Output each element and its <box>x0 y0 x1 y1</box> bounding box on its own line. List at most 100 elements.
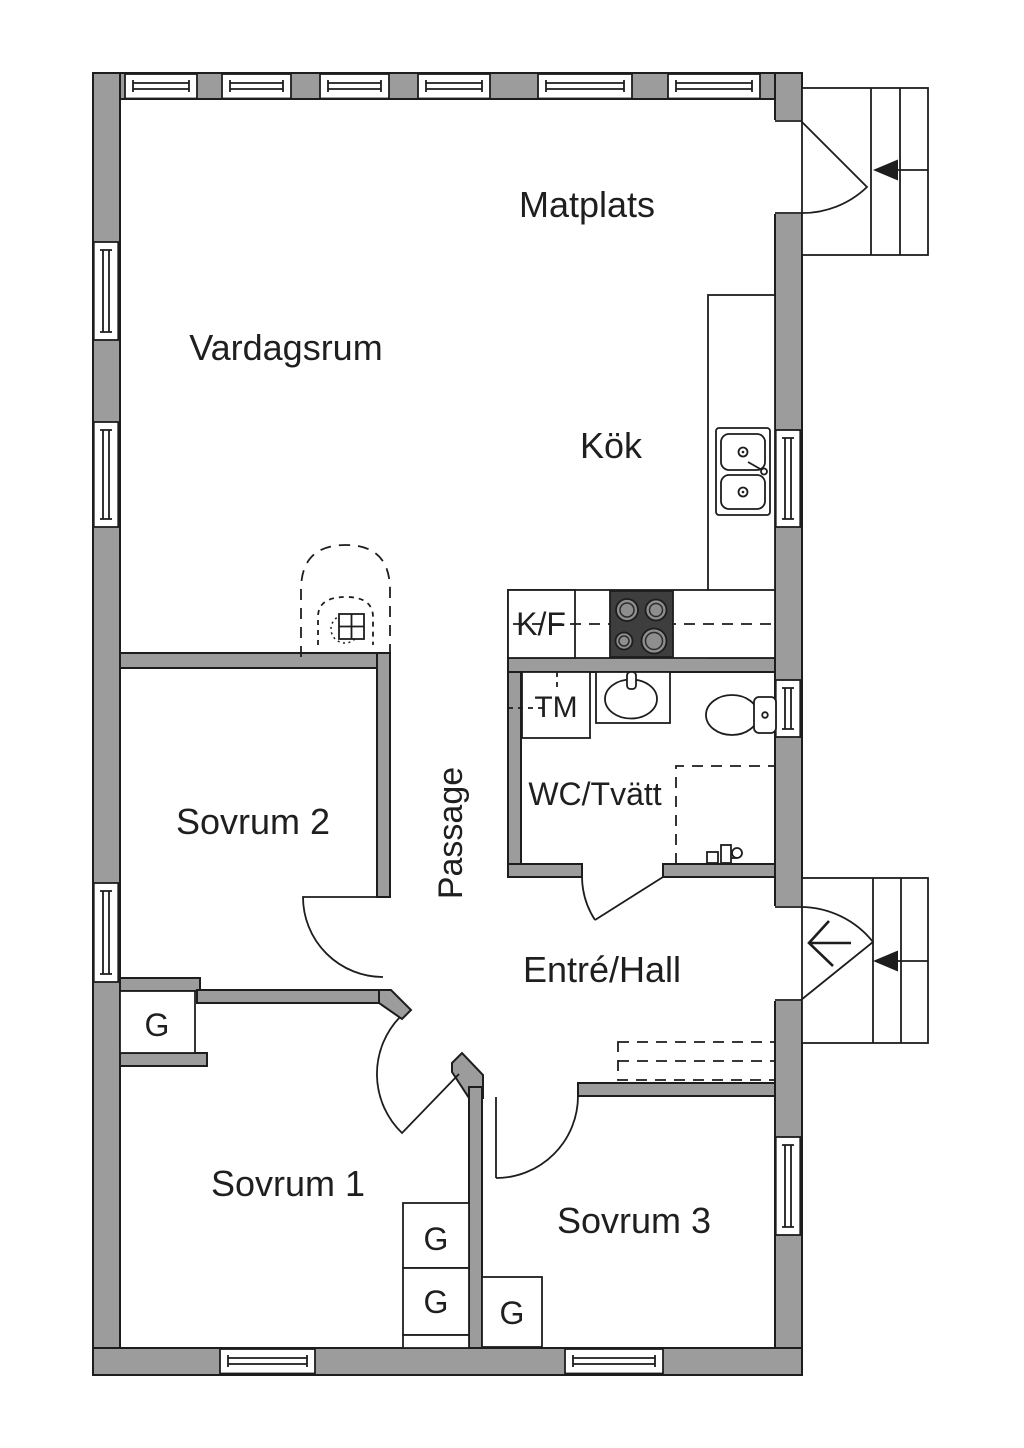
stair-steps <box>870 88 901 255</box>
window <box>92 882 120 983</box>
label-washing-machine: TM <box>534 691 577 724</box>
windows-bottom <box>219 1348 664 1375</box>
windows-right <box>774 429 802 1236</box>
room-label-sovrum1: Sovrum 1 <box>211 1163 365 1204</box>
toilet-icon <box>705 694 777 736</box>
room-label-wc-tvatt: WC/Tvätt <box>528 776 661 812</box>
window-glass <box>782 1144 794 1228</box>
window-glass <box>229 80 284 92</box>
window-glass <box>132 80 190 92</box>
room-label-vardagsrum: Vardagsrum <box>189 327 382 368</box>
window <box>92 421 120 528</box>
window-glass <box>545 80 625 92</box>
doors <box>302 120 875 1179</box>
toilet-tank <box>753 696 777 734</box>
exterior-wall-bottom <box>92 1347 803 1376</box>
wall-wc-top <box>507 656 776 673</box>
window <box>774 1136 802 1236</box>
wardrobe-closet-base <box>402 1334 470 1349</box>
door-swing-sovrum1 <box>376 1016 460 1135</box>
window <box>221 73 292 100</box>
door-openings <box>773 120 804 1001</box>
faucet <box>747 461 763 471</box>
room-labels: Matplats Vardagsrum Kök Sovrum 2 Passage… <box>145 184 711 1331</box>
stove-icon <box>609 590 674 658</box>
window <box>774 429 802 528</box>
label-wardrobe: G <box>424 1221 449 1257</box>
room-label-passage: Passage <box>432 767 470 899</box>
wall-sovrum2-bottom <box>196 989 388 1004</box>
door-swing-matplats <box>800 120 869 214</box>
label-wardrobe: G <box>424 1284 449 1320</box>
window <box>667 73 761 100</box>
door-swing-sovrum3 <box>495 1095 579 1179</box>
wall-sovrum1-sovrum3-divider <box>468 1086 483 1349</box>
wardrobes <box>119 990 543 1349</box>
window <box>774 679 802 738</box>
room-label-sovrum2: Sovrum 2 <box>176 801 330 842</box>
wall-wc-left <box>507 671 522 878</box>
room-label-matplats: Matplats <box>519 184 655 225</box>
wall-sovrum3-top <box>577 1082 776 1097</box>
label-wardrobe: G <box>500 1295 525 1331</box>
shower-area-dashed <box>675 765 774 864</box>
window-glass <box>675 80 753 92</box>
stairs-top <box>801 87 929 256</box>
basin-tap <box>626 671 637 690</box>
opening-entre-door <box>773 906 804 1001</box>
wall-sovrum2-right <box>376 652 391 898</box>
wardrobe-closet <box>402 1267 470 1336</box>
window <box>537 73 633 100</box>
window <box>219 1348 316 1375</box>
window-glass <box>327 80 382 92</box>
room-label-sovrum3: Sovrum 3 <box>557 1200 711 1241</box>
window-glass <box>100 429 112 520</box>
room-label-kok: Kök <box>580 425 643 466</box>
wc-fixtures <box>508 671 777 864</box>
kitchen-sink-icon <box>715 427 771 516</box>
window <box>564 1348 664 1375</box>
window <box>92 241 120 341</box>
label-fridge-freezer: K/F <box>516 606 566 642</box>
label-wardrobe: G <box>145 1007 170 1043</box>
door-swing-wc <box>581 876 664 921</box>
floor-drain-taps-icon <box>706 844 743 864</box>
door-swing-entre <box>800 906 875 1001</box>
wall-bevel-sovrum1 <box>378 989 413 1021</box>
door-swing-sovrum2 <box>302 896 384 978</box>
wall-wc-bottom-left <box>507 863 583 878</box>
hall-wardrobe-dashed <box>617 1041 776 1081</box>
stairs-entrance <box>801 877 929 1044</box>
wardrobe-closet <box>481 1276 543 1348</box>
window <box>319 73 390 100</box>
window <box>124 73 198 100</box>
fireplace-icon <box>300 544 391 657</box>
wardrobe-closet <box>119 990 196 1054</box>
room-label-entre-hall: Entré/Hall <box>523 949 681 990</box>
window <box>417 73 491 100</box>
window-glass <box>227 1355 308 1367</box>
windows-top <box>124 73 761 100</box>
washing-machine-marks <box>508 672 558 709</box>
washbasin-icon <box>595 671 671 724</box>
opening-cut-faces <box>775 120 802 1001</box>
interior-walls <box>119 652 776 1349</box>
window-glass <box>782 687 794 730</box>
left-arrow-icon <box>873 950 898 972</box>
wall-wc-bottom-right <box>662 863 776 878</box>
window-glass <box>782 437 794 520</box>
kitchen-fixtures <box>507 294 776 659</box>
stairs-outline <box>801 87 929 256</box>
washing-machine <box>521 671 591 739</box>
window-glass <box>425 80 483 92</box>
wall-below-closet <box>119 1052 208 1067</box>
window-glass <box>572 1355 656 1367</box>
windows-left <box>92 241 120 983</box>
left-arrow-icon <box>873 159 898 181</box>
wall-sovrum2-top <box>119 652 391 669</box>
window-glass <box>100 890 112 975</box>
window-glass <box>100 249 112 333</box>
opening-matplats-door <box>773 120 804 214</box>
